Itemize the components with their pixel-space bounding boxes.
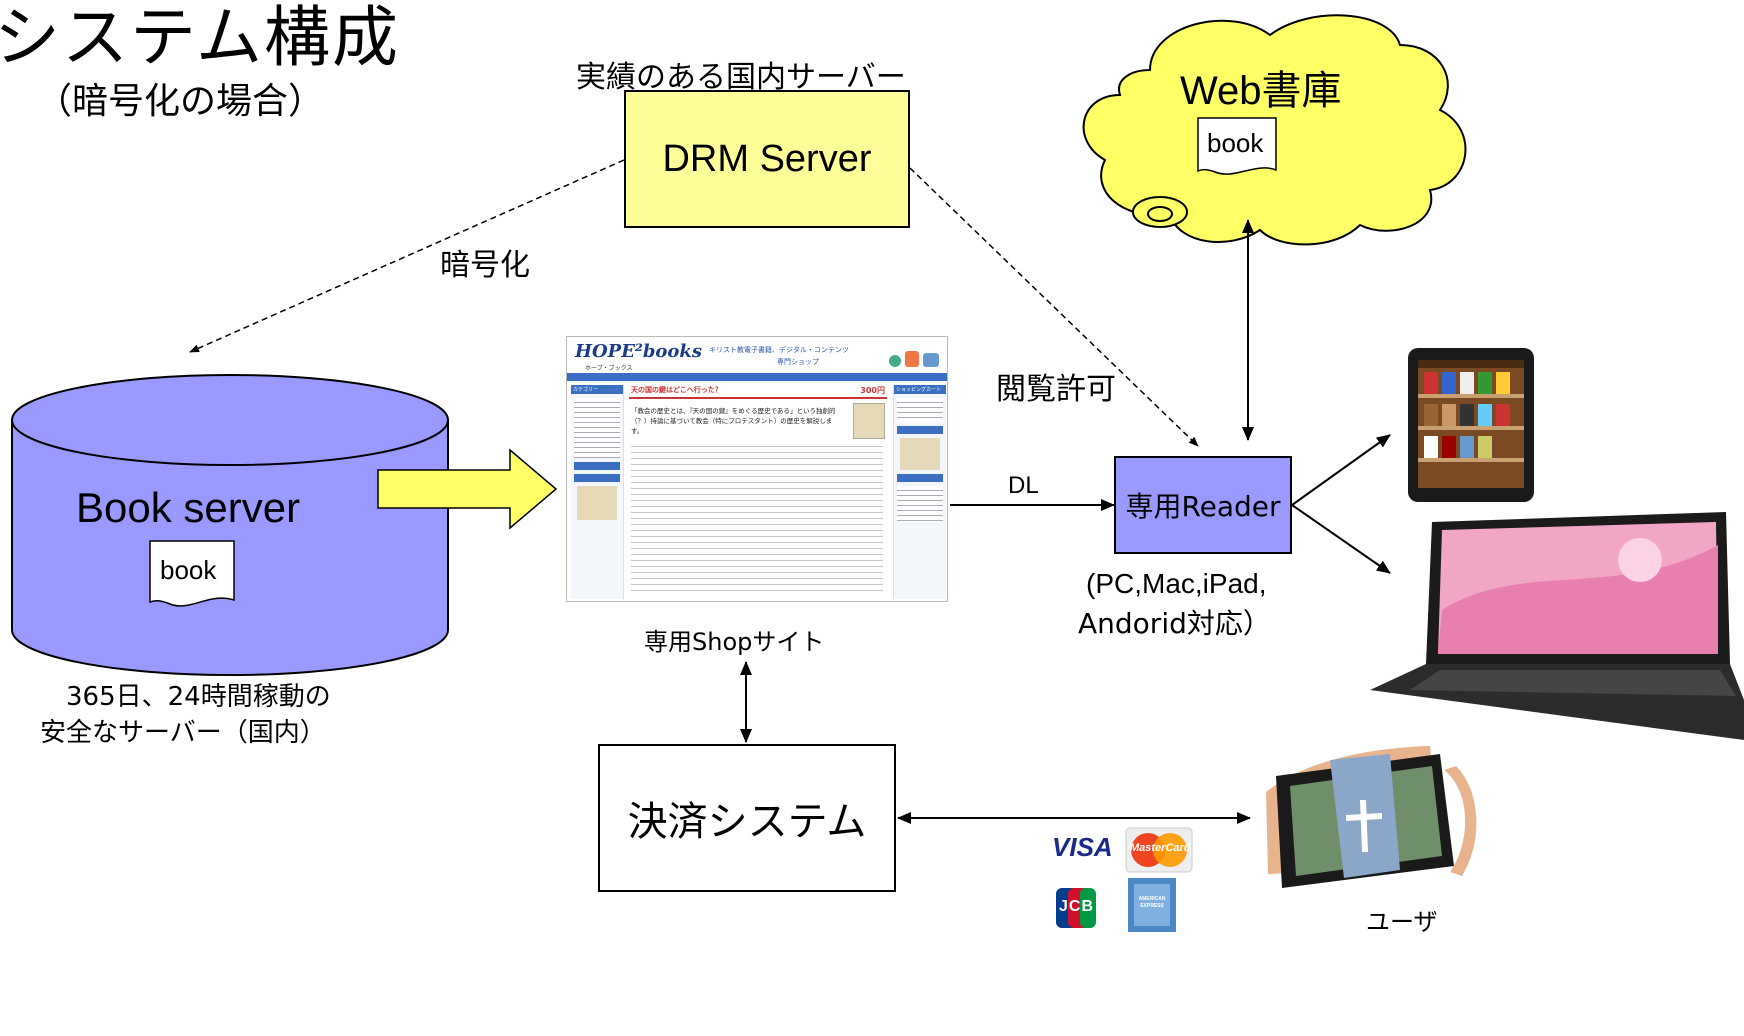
permission-label: 閲覧許可	[996, 372, 1116, 407]
shop-header-icon	[923, 353, 939, 367]
shop-product-price: 300円	[860, 386, 885, 395]
payment-label: 決済システム	[627, 799, 867, 845]
shop-sidebar-head: カテゴリー	[571, 385, 623, 394]
shop-body-text	[631, 441, 883, 591]
shop-product-header: 天の国の鍵はどこへ行った？ 300円	[629, 385, 887, 399]
shop-lead-1: 「教会の歴史とは、『天の国の鍵』をめぐる歴史である」という独創的	[631, 407, 836, 415]
book-server-note-2: 安全なサーバー（国内）	[40, 718, 326, 748]
shop-sidebar-book-thumb	[577, 486, 617, 520]
shop-book-cover	[853, 403, 885, 439]
shop-right-list	[897, 486, 943, 522]
shop-header-icon	[889, 355, 901, 367]
shop-sidebar-section	[574, 474, 620, 482]
shop-header-icon	[905, 351, 919, 367]
shop-product-title: 天の国の鍵はどこへ行った？	[631, 386, 722, 394]
jcb-logo: JCB	[1059, 898, 1095, 915]
page-subtitle: （暗号化の場合）	[36, 81, 325, 122]
laptop-device-image	[1370, 512, 1744, 740]
reader-tablet-arrow	[1291, 434, 1391, 506]
dl-label: DL	[1008, 472, 1039, 499]
book-server-doc-icon	[149, 540, 235, 607]
drm-server-caption: 実績のある国内サーバー	[576, 60, 906, 95]
shop-right-list	[897, 398, 943, 422]
shop-tagline-1: キリスト教電子書籍、デジタル・コンテンツ	[709, 346, 849, 354]
shop-nav-bar	[567, 373, 947, 381]
shop-lead-3: す。	[631, 427, 644, 435]
ipad-device-image	[1408, 348, 1534, 502]
encrypt-connector	[189, 159, 625, 353]
shop-right-book-thumb	[900, 438, 940, 470]
shop-sidebar-list	[574, 398, 620, 458]
web-shelf-label: Web書庫	[1180, 69, 1342, 113]
shop-site-screenshot: HOPE²books ホープ・ブックス キリスト教電子書籍、デジタル・コンテンツ…	[566, 336, 948, 602]
web-shelf-doc-label: book	[1207, 128, 1264, 158]
reader-box: 専用Reader	[1114, 456, 1292, 554]
drm-server-box: DRM Server	[624, 90, 910, 228]
publish-arrow	[377, 448, 558, 530]
visa-logo: VISA	[1052, 832, 1113, 862]
encrypt-label: 暗号化	[440, 248, 530, 283]
shop-logo-sub: ホープ・ブックス	[585, 365, 633, 372]
shop-site-caption: 専用Shopサイト	[644, 628, 825, 656]
amex-logo: AMERICAN EXPRESS	[1138, 896, 1166, 909]
shop-sidebar-section	[574, 462, 620, 470]
reader-label: 専用Reader	[1125, 490, 1281, 523]
reader-note-1: (PC,Mac,iPad,	[1086, 568, 1267, 599]
reader-note-2: Andorid対応）	[1078, 607, 1271, 640]
card-logos	[1056, 827, 1193, 932]
shop-lead-2: （？）持論に基づいて教会（特にプロテスタント）の歴史を解説しま	[631, 417, 833, 425]
shop-right-section	[897, 426, 943, 434]
shop-right-section	[897, 474, 943, 482]
book-server-note-1: 365日、24時間稼動の	[66, 682, 331, 712]
payment-box: 決済システム	[598, 744, 896, 892]
reader-laptop-arrow	[1291, 504, 1391, 574]
mastercard-logo: MasterCard	[1130, 842, 1191, 854]
web-shelf-doc-icon	[1197, 117, 1277, 175]
book-server-doc-label: book	[160, 555, 217, 585]
drm-server-label: DRM Server	[662, 137, 872, 180]
shop-tagline-2: 専門ショップ	[777, 358, 819, 366]
user-tablet-image	[1266, 746, 1477, 888]
book-server-label: Book server	[76, 484, 301, 531]
page-title: システム構成	[0, 0, 401, 76]
shop-left-sidebar: カテゴリー	[571, 385, 624, 599]
shop-right-head: ショッピングカート	[894, 385, 946, 394]
shop-right-sidebar: ショッピングカート	[893, 385, 946, 599]
user-label: ユーザ	[1366, 908, 1438, 936]
shop-logo: HOPE²books	[575, 341, 703, 362]
permission-connector	[909, 167, 1199, 447]
